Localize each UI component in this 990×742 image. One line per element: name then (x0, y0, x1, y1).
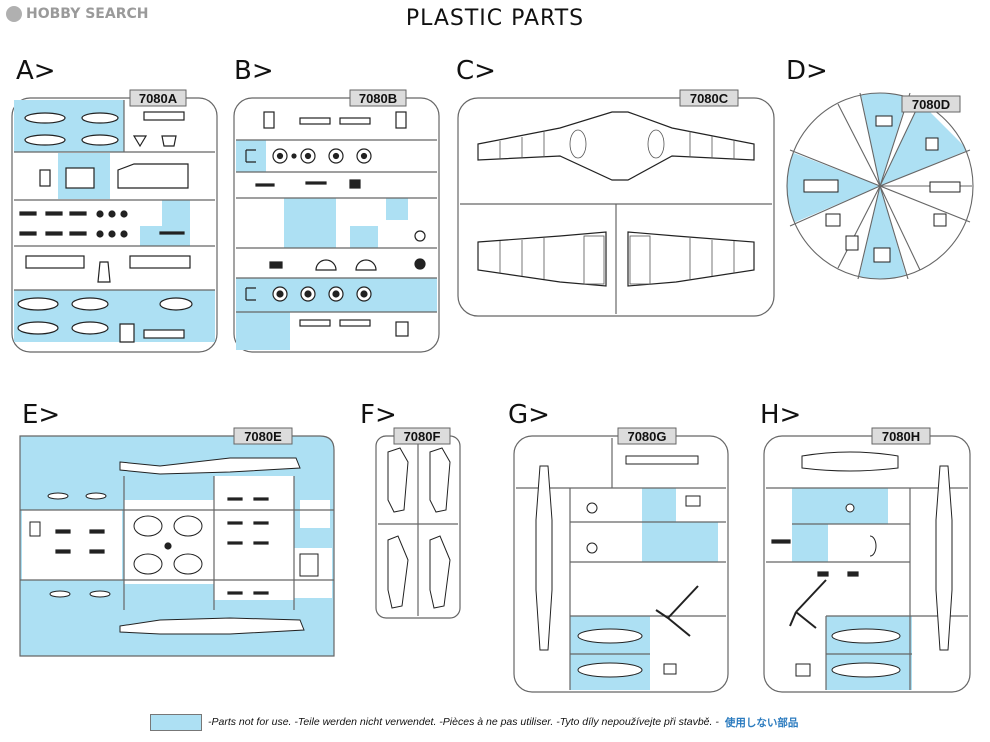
sprue-h: 7080H (763, 427, 971, 693)
sprue-letter-e: E> (22, 400, 61, 430)
sprue-letter-d: D> (786, 56, 828, 86)
page-title: PLASTIC PARTS (405, 6, 585, 31)
sprue-a: 7080A (11, 89, 218, 353)
sprue-code-c: 7080C (690, 91, 729, 106)
sprue-d: 7080D (786, 92, 974, 280)
sprue-letter-f: F> (360, 400, 397, 430)
sprue-letter-g: G> (508, 400, 550, 430)
sprue-letter-b: B> (234, 56, 274, 86)
sprue-code-g: 7080G (627, 429, 666, 444)
legend-japanese-text: 使用しない部品 (724, 716, 799, 729)
sprue-code-a: 7080A (139, 91, 178, 106)
sprue-letter-a: A> (16, 56, 56, 86)
sprue-f: 7080F (375, 427, 461, 619)
logo-mark-icon (6, 6, 22, 22)
sprue-code-e: 7080E (244, 429, 282, 444)
sprue-g: 7080G (513, 427, 729, 693)
not-for-use-swatch (150, 713, 202, 731)
sprue-code-f: 7080F (404, 429, 441, 444)
sprue-code-b: 7080B (359, 91, 397, 106)
sprue-e: 7080E (19, 427, 335, 657)
sprue-letter-h: H> (760, 400, 802, 430)
sprue-c: 7080C (457, 89, 775, 317)
logo-text: HOBBY SEARCH (26, 6, 149, 22)
sprue-b: 7080B (233, 89, 440, 353)
sprue-code-h: 7080H (882, 429, 920, 444)
sprue-letter-c: C> (456, 56, 496, 86)
sprue-code-d: 7080D (912, 97, 950, 112)
hobby-search-logo: HOBBY SEARCH (6, 4, 148, 24)
legend: -Parts not for use. -Teile werden nicht … (150, 713, 799, 731)
legend-text: -Parts not for use. -Teile werden nicht … (208, 716, 719, 728)
